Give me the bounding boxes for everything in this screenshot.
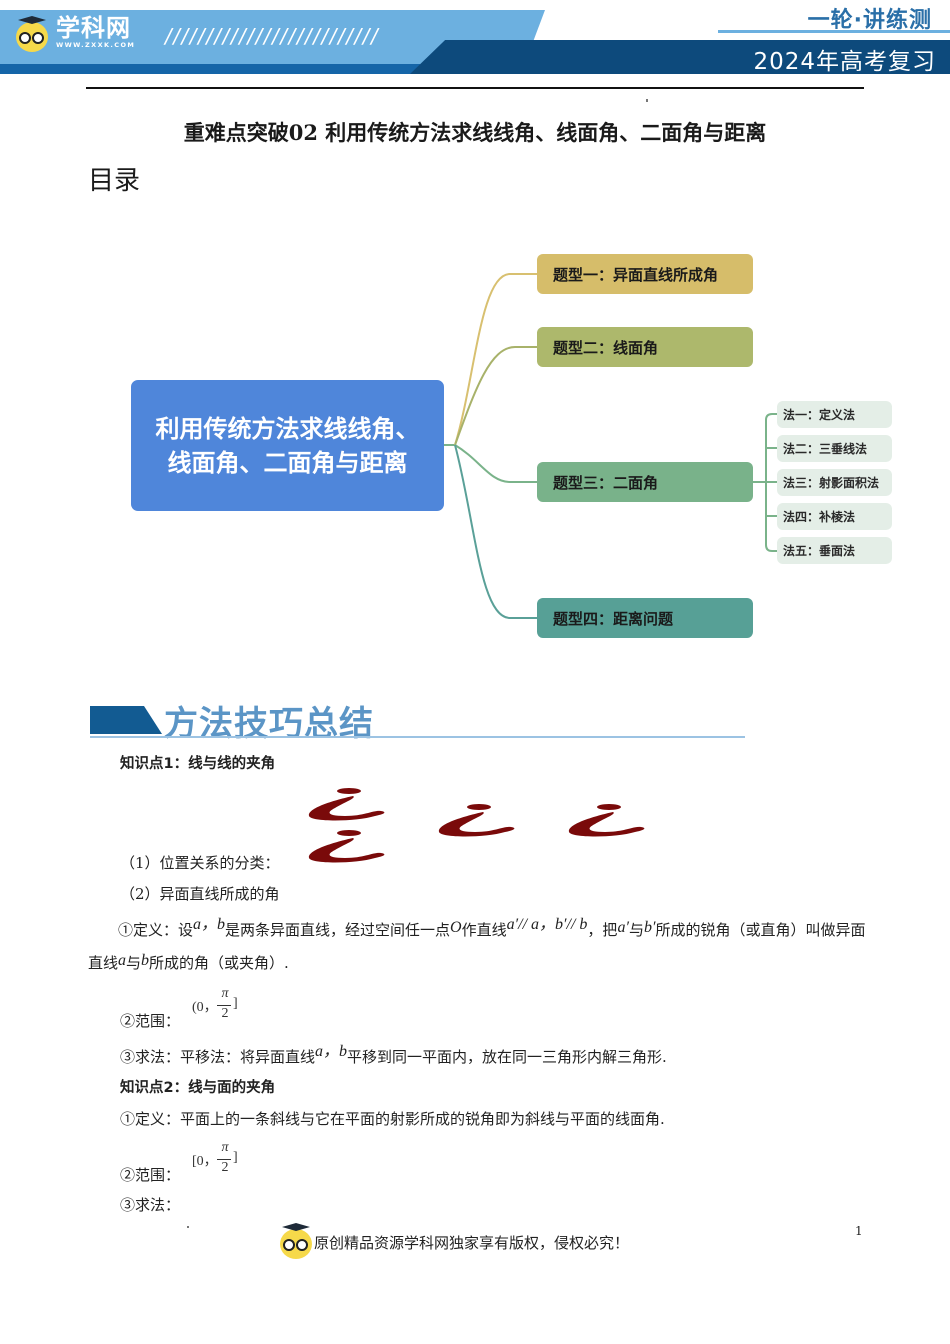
- toc-heading: 目录: [88, 166, 141, 196]
- document-title: 重难点突破02 利用传统方法求线线角、线面角、二面角与距离: [183, 120, 767, 145]
- kp1-heading: 知识点1：线与线的夹角: [120, 756, 276, 772]
- mindmap-node-method1: 法一：定义法: [777, 401, 892, 428]
- footer: 原创精品资源学科网独家享有版权，侵权必究！: [278, 1221, 630, 1259]
- mindmap-node-type2: 题型二：线面角: [537, 327, 753, 367]
- mascot-icon: [14, 14, 50, 52]
- header-divider: [86, 87, 864, 89]
- mindmap-node-method3: 法三：射影面积法: [777, 469, 892, 496]
- logo-url: WWW.ZXXK.COM: [56, 41, 136, 49]
- kp2-method: ③求法：: [120, 1196, 181, 1214]
- logo: 学科网 WWW.ZXXK.COM: [14, 14, 136, 52]
- footer-copyright: 原创精品资源学科网独家享有版权，侵权必究！: [314, 1234, 630, 1252]
- stray-mark: [187, 1226, 189, 1228]
- header-banner: 学科网 WWW.ZXXK.COM ///////////////////////…: [0, 0, 950, 80]
- banner-tagline: 一轮·讲练测: [807, 8, 932, 33]
- decorative-slashes: //////////////////////////: [165, 24, 380, 48]
- mind-map-connectors: [444, 273, 777, 619]
- mindmap-node-method2: 法二：三垂线法: [777, 435, 892, 462]
- banner-dark-band: [410, 40, 950, 74]
- banner-year-label: 2024年高考复习: [753, 49, 936, 75]
- kp1-range-value: (0， π 2 ]: [192, 986, 238, 1021]
- banner-strip: [0, 64, 420, 74]
- mindmap-node-type3: 题型三：二面角: [537, 462, 753, 502]
- mindmap-node-type4: 题型四：距离问题: [537, 598, 753, 638]
- kp2-range-value: [0， π 2 ]: [192, 1140, 238, 1175]
- kp2-definition: ①定义：平面上的一条斜线与它在平面的射影所成的锐角即为斜线与平面的线面角.: [120, 1110, 665, 1128]
- swirl-glyph-icon: [438, 804, 515, 837]
- mascot-icon: [278, 1221, 312, 1259]
- kp1-item-skew-angle: （2）异面直线所成的角: [120, 885, 280, 903]
- section-underline: [90, 736, 745, 738]
- kp1-item-classification: （1）位置关系的分类：: [120, 854, 280, 872]
- mind-map: 利用传统方法求线线角、线面角、二面角与距离 题型一：异面直线所成角 题型二：线面…: [131, 254, 892, 638]
- page-number: 1: [855, 1224, 863, 1238]
- kp2-range-label: ②范围：: [120, 1166, 181, 1184]
- section-marker: [90, 706, 162, 734]
- swirl-glyph-icon: [308, 788, 385, 821]
- kp1-range-label: ②范围：: [120, 1012, 181, 1030]
- stray-mark: [646, 99, 648, 102]
- logo-text: 学科网: [56, 14, 131, 42]
- mindmap-node-method5: 法五：垂面法: [777, 537, 892, 564]
- kp2-heading: 知识点2：线与面的夹角: [120, 1080, 276, 1096]
- mindmap-root-node: 利用传统方法求线线角、线面角、二面角与距离: [131, 380, 444, 511]
- tagline-underline: [718, 30, 950, 33]
- kp1-method: ③求法：平移法：将异面直线a，b平移到同一平面内，放在同一三角形内解三角形.: [120, 1043, 667, 1066]
- swirl-glyph-icon: [568, 804, 645, 837]
- mindmap-node-method4: 法四：补棱法: [777, 503, 892, 530]
- mindmap-node-type1: 题型一：异面直线所成角: [537, 254, 753, 294]
- swirl-glyph-icon: [308, 830, 385, 863]
- section-header: 方法技巧总结: [90, 700, 745, 744]
- kp1-definition: ①定义：设a，b是两条异面直线，经过空间任一点O作直线a′// a，b′// b…: [88, 916, 866, 972]
